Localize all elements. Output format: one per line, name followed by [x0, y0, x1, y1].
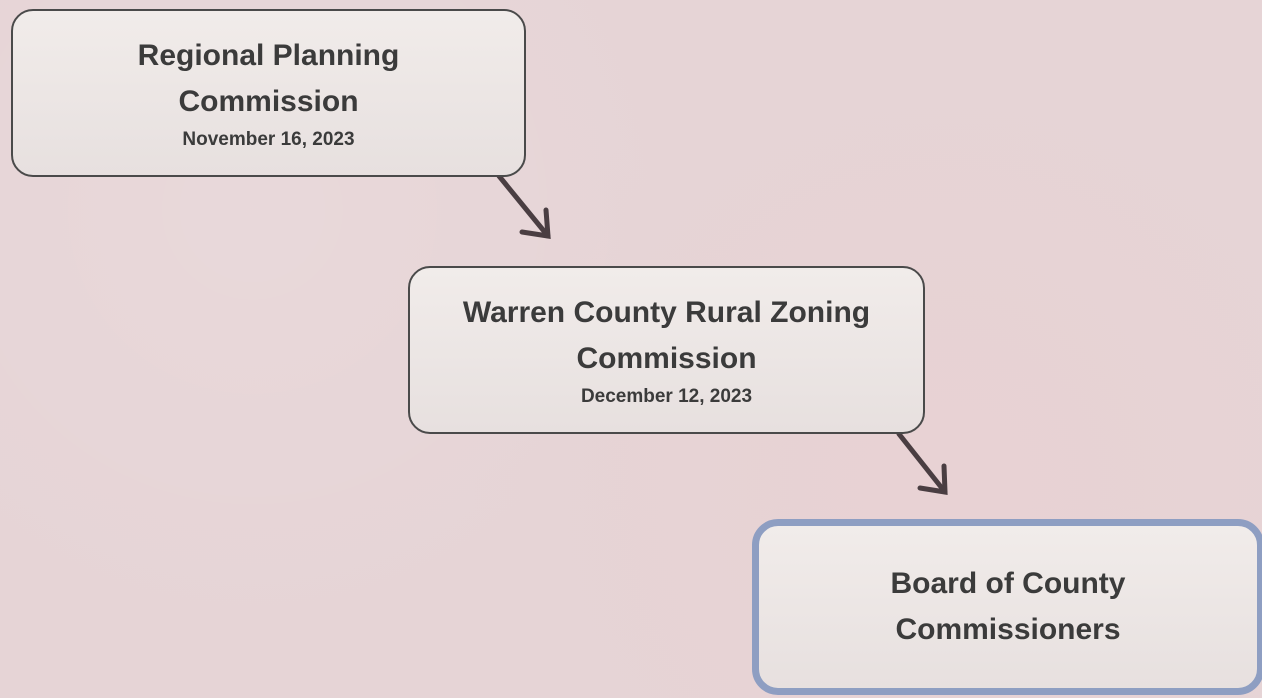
node-title-line: Board of County: [890, 567, 1126, 600]
node-title-line: Commission: [576, 342, 757, 375]
arrow-wcrzc-to-bocc: [896, 431, 948, 495]
node-title: Warren County Rural Zoning Commission: [463, 290, 870, 382]
node-title-line: Commission: [178, 85, 359, 118]
node-board-of-county-commissioners: Board of County Commissioners: [752, 519, 1262, 695]
node-title-line: Commissioners: [895, 613, 1121, 646]
node-date: December 12, 2023: [580, 386, 753, 407]
arrow-rpc-to-wcrzc: [496, 173, 551, 239]
node-date: November 16, 2023: [182, 129, 355, 150]
node-title: Board of County Commissioners: [891, 561, 1126, 653]
node-regional-planning-commission: Regional Planning Commission November 16…: [11, 9, 526, 177]
node-title: Regional Planning Commission: [138, 33, 400, 125]
node-title-line: Warren County Rural Zoning: [462, 296, 871, 329]
node-title-line: Regional Planning: [137, 39, 400, 72]
node-warren-county-rural-zoning-commission: Warren County Rural Zoning Commission De…: [408, 266, 925, 434]
